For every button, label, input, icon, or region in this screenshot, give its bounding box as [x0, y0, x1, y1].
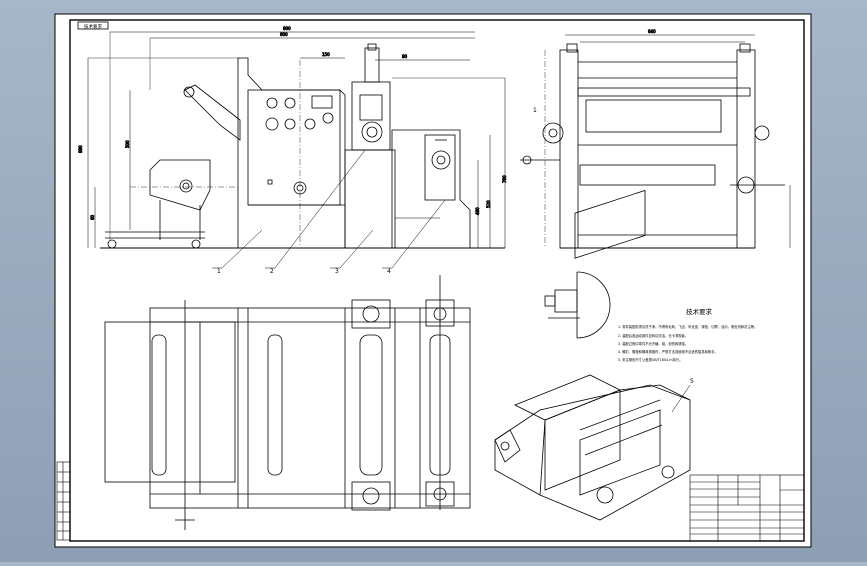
revision-column [56, 461, 71, 541]
svg-text:520: 520 [486, 200, 491, 208]
tech-requirements-heading: 技术要求 [686, 307, 713, 316]
callout-3: 3 [335, 268, 339, 275]
tech-line-1: 1. 零件装配前须清洗干净，不得有毛刺、飞边、氧化皮、锈蚀、切屑、油污、着色剂和… [618, 324, 757, 329]
svg-text:800: 800 [283, 26, 291, 31]
callouts-front [212, 149, 446, 269]
svg-text:500: 500 [125, 140, 130, 148]
svg-text:150: 150 [322, 52, 330, 57]
svg-text:60: 60 [90, 214, 95, 220]
tech-line-3: 3. 装配过程中零件不允许磕、碰、划伤和锈蚀。 [618, 341, 688, 346]
detail-view [544, 271, 611, 339]
callout-5: 5 [690, 378, 694, 385]
tech-line-2: 2. 装配后各运动部件应转动灵活，无卡滞现象。 [618, 333, 688, 338]
svg-text:90: 90 [402, 54, 408, 59]
svg-text:880: 880 [78, 145, 83, 153]
svg-text:480: 480 [475, 207, 480, 215]
callout-5-leader [671, 384, 691, 413]
isometric-view [494, 189, 691, 521]
drawing-border [69, 19, 805, 542]
tech-line-4: 4. 螺钉、螺栓和螺母紧固时，严禁打击或使用不合适的旋具和扳手。 [618, 349, 718, 354]
plan-view [104, 275, 471, 530]
callout-2: 2 [270, 268, 274, 275]
title-block [689, 474, 805, 542]
drawing-sheet [54, 13, 812, 548]
side-view: 640 [520, 29, 791, 249]
tech-line-5: 5. 未注明的尺寸公差按GB/T1804-m执行。 [618, 357, 683, 362]
side-detail-callout: 1 [533, 107, 537, 114]
tech-requirements: 技术要求 1. 零件装配前须清洗干净，不得有毛刺、飞边、氧化皮、锈蚀、切屑、油污… [618, 307, 757, 362]
title-tab: 技术要求 [77, 21, 109, 30]
title-tab-text: 技术要求 [84, 23, 102, 30]
callout-4: 4 [387, 268, 391, 275]
svg-text:780: 780 [502, 175, 507, 183]
callout-1: 1 [217, 268, 221, 275]
front-view: 800 600 150 90 880 500 60 780 520 480 [78, 26, 507, 249]
svg-text:640: 640 [648, 29, 656, 34]
svg-text:600: 600 [280, 32, 288, 37]
